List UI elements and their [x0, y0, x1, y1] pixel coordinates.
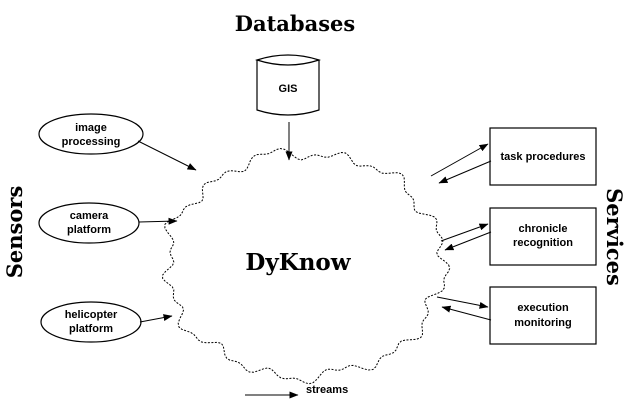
- dyknow-label: DyKnow: [245, 249, 351, 276]
- sensor-label: camera: [70, 210, 109, 222]
- sensor-label: platform: [67, 224, 111, 236]
- service-label: chronicle: [519, 223, 568, 235]
- image-processing-stream-arrow: [137, 140, 197, 171]
- execution-monitoring-in-arrow: [441, 305, 492, 321]
- gis-database: GIS: [255, 54, 321, 116]
- sensor-image-processing: image processing: [38, 113, 144, 155]
- gis-label: GIS: [279, 83, 298, 95]
- sensor-label: image: [75, 122, 107, 134]
- service-label: recognition: [513, 237, 573, 249]
- service-label: task procedures: [501, 151, 586, 163]
- sensor-label: processing: [62, 136, 121, 148]
- service-label: execution: [517, 302, 569, 314]
- services-heading: Services: [602, 188, 626, 286]
- service-chronicle-recognition: chronicle recognition: [489, 207, 597, 266]
- legend: streams: [245, 384, 348, 399]
- databases-heading: Databases: [235, 11, 355, 36]
- sensor-camera-platform: camera platform: [38, 202, 140, 244]
- helicopter-platform-stream-arrow: [139, 314, 173, 323]
- execution-monitoring-out-arrow: [436, 296, 489, 309]
- chronicle-recognition-out-arrow: [440, 223, 489, 242]
- service-label: monitoring: [514, 317, 571, 329]
- sensors-heading: Sensors: [2, 186, 27, 279]
- task-procedures-out-arrow: [430, 143, 489, 177]
- chronicle-recognition-in-arrow: [444, 231, 492, 251]
- service-execution-monitoring: execution monitoring: [489, 286, 597, 345]
- sensor-label: platform: [69, 323, 113, 335]
- legend-label: streams: [306, 384, 348, 396]
- camera-platform-stream-arrow: [138, 217, 178, 225]
- dyknow-cloud: [162, 147, 451, 385]
- task-procedures-in-arrow: [438, 160, 492, 184]
- service-task-procedures: task procedures: [489, 127, 597, 186]
- sensor-label: helicopter: [65, 309, 118, 321]
- sensor-helicopter-platform: helicopter platform: [40, 301, 142, 343]
